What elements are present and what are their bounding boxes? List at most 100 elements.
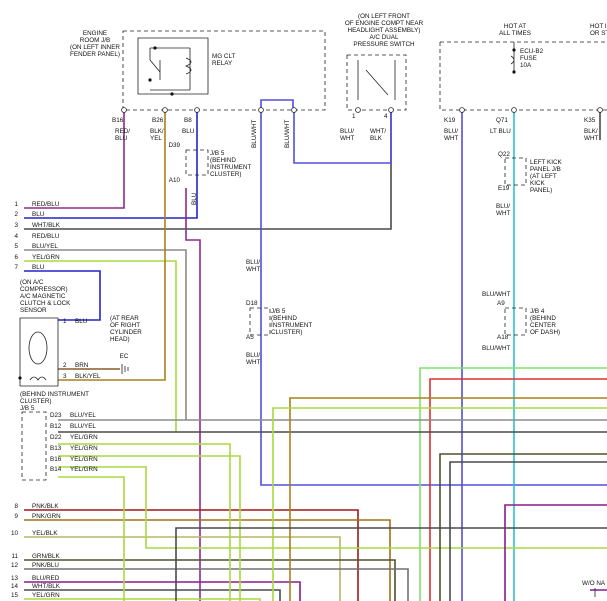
sensor-title: A/C MAGNETIC xyxy=(20,293,66,300)
wire-number: 2 xyxy=(14,211,18,218)
left-wire-label: YEL/GRN xyxy=(32,254,60,261)
sensor-title: SENSOR xyxy=(20,307,47,314)
wire-b13 xyxy=(58,455,241,601)
pin-b8 xyxy=(194,107,200,113)
wire-b16 xyxy=(58,466,607,549)
relay-coil xyxy=(184,48,192,90)
wo-na-label: W/O NA xyxy=(582,580,606,587)
wire-h408 xyxy=(272,407,607,601)
kick-label: KICK xyxy=(530,180,545,187)
fuse-label: FUSE xyxy=(520,55,537,62)
wire-label-d18: WHT xyxy=(246,266,260,273)
switch-label: OF ENGINE COMPT NEAR xyxy=(345,20,424,27)
jb5-pin: D23 xyxy=(50,412,62,419)
jb5-top-label: (BEHIND xyxy=(210,157,236,164)
wire-label-blk-yel: BLK/ xyxy=(150,128,164,135)
wire-2 xyxy=(24,110,198,219)
engine-jb-label: FENDER PANEL) xyxy=(70,51,120,58)
wire-number: 1 xyxy=(14,201,18,208)
jb5-pin: B13 xyxy=(50,445,62,452)
wire-label-blu-wht-v2: BLU/WHT xyxy=(284,120,291,148)
sensor-pin1-label: BLU xyxy=(75,318,88,325)
jb5-mid-label: CLUSTER) xyxy=(271,329,303,336)
wire-label-wht-blk: BLK xyxy=(370,135,383,142)
wire-label-a9: BLU/WHT xyxy=(482,291,510,298)
engine-jb-label: ROOM J/B xyxy=(80,37,110,44)
wire-label-a10: BLU xyxy=(191,192,198,205)
sensor-rear-label: OF RIGHT xyxy=(110,322,140,329)
relay-switch xyxy=(149,48,161,80)
sensor-pin3: 3 xyxy=(63,373,67,380)
wire-b14 xyxy=(58,476,125,601)
wire-h454 xyxy=(439,453,607,601)
wire-label-a5: BLU/ xyxy=(246,352,260,359)
switch-label: PRESSURE SWITCH xyxy=(353,41,415,48)
sensor-ground-dot xyxy=(18,376,22,380)
kick-label: LEFT KICK xyxy=(530,159,563,166)
wire-label-q22: WHT xyxy=(496,210,510,217)
switch-label: (ON LEFT FRONT xyxy=(358,13,410,20)
pin-p1 xyxy=(355,107,361,113)
jb5-row-label: YEL/GRN xyxy=(70,456,98,463)
pin-k35 xyxy=(597,107,603,113)
left-wire-label: WHT/BLK xyxy=(32,222,61,229)
jb4-label: OF DASH) xyxy=(530,329,560,336)
jb5-mid-label: INSTRUMENT xyxy=(271,322,312,329)
jb5-lower-title: J/B 5 xyxy=(20,405,35,412)
jb5-top-label: CLUSTER) xyxy=(210,171,242,178)
wire-4 xyxy=(185,188,201,601)
bottom-wire-label: BLU/RED xyxy=(32,575,60,582)
wire-d18 xyxy=(260,99,607,486)
wire-number: 11 xyxy=(11,553,18,560)
pin-label-q22: Q22 xyxy=(498,151,510,158)
wire-label-ac-blu-wht: WHT xyxy=(340,135,354,142)
wire-13 xyxy=(24,581,301,601)
sensor-title: (ON A/C xyxy=(20,279,44,286)
pin-label-d39: D39 xyxy=(168,142,180,149)
wire-6 xyxy=(24,260,177,432)
wire-3 xyxy=(24,110,392,230)
pin-label-a18: A18 xyxy=(497,334,509,341)
wire-number: 6 xyxy=(14,254,18,261)
splice-dot xyxy=(512,70,516,74)
wire-number: 8 xyxy=(14,503,18,510)
jb4-label: J/B 4 xyxy=(530,308,545,315)
pin-label-a5: A5 xyxy=(246,334,254,341)
pin-p4 xyxy=(388,107,394,113)
jb5-mid-label: J/B 5 xyxy=(271,308,286,315)
sensor-rear-label: CYLINDER xyxy=(110,329,142,336)
engine-jb-label: ENGINE xyxy=(83,30,107,37)
wire-number: 12 xyxy=(11,562,19,569)
wire-1 xyxy=(24,110,125,209)
wire-label-ac-blu-wht: BLU/ xyxy=(340,128,354,135)
wire-label-blu-wht-v: BLU/WHT xyxy=(251,120,258,148)
wire-label-d18: BLU/ xyxy=(246,259,260,266)
ground-symbol xyxy=(121,364,129,374)
jb4-label: (BEHIND xyxy=(530,315,556,322)
pin-label-b8: B8 xyxy=(184,117,192,124)
wire-label-k19: BLU/ xyxy=(444,128,458,135)
pin-label-p4: 4 xyxy=(384,113,388,120)
sensor-title: COMPRESSOR) xyxy=(20,286,68,293)
wire-number: 3 xyxy=(14,222,18,229)
sensor-title: CLUTCH & LOCK xyxy=(20,300,71,307)
pin-label-b26: B26 xyxy=(152,117,164,124)
sensor-rear-label: (AT REAR xyxy=(110,315,139,322)
wire-label-k35: BLK/ xyxy=(584,128,598,135)
fuse-label: 10A xyxy=(520,62,532,69)
splice-dot xyxy=(512,48,516,52)
jb5-pin: D22 xyxy=(50,434,62,441)
wire-8 xyxy=(24,509,359,601)
left-wire-label: BLU/YEL xyxy=(32,243,58,250)
colored-wires xyxy=(24,99,607,601)
pin-q71 xyxy=(511,107,517,113)
diagram-structure xyxy=(18,30,607,597)
pin-label-e19: E19 xyxy=(498,185,510,192)
bottom-wire-label: YEL/GRN xyxy=(32,592,60,599)
jb5-pin: B16 xyxy=(50,456,62,463)
jb5-lower-title: (BEHIND INSTRUMENT xyxy=(20,391,89,398)
wire-h398 xyxy=(289,397,607,601)
pin-label-p1: 1 xyxy=(352,113,356,120)
